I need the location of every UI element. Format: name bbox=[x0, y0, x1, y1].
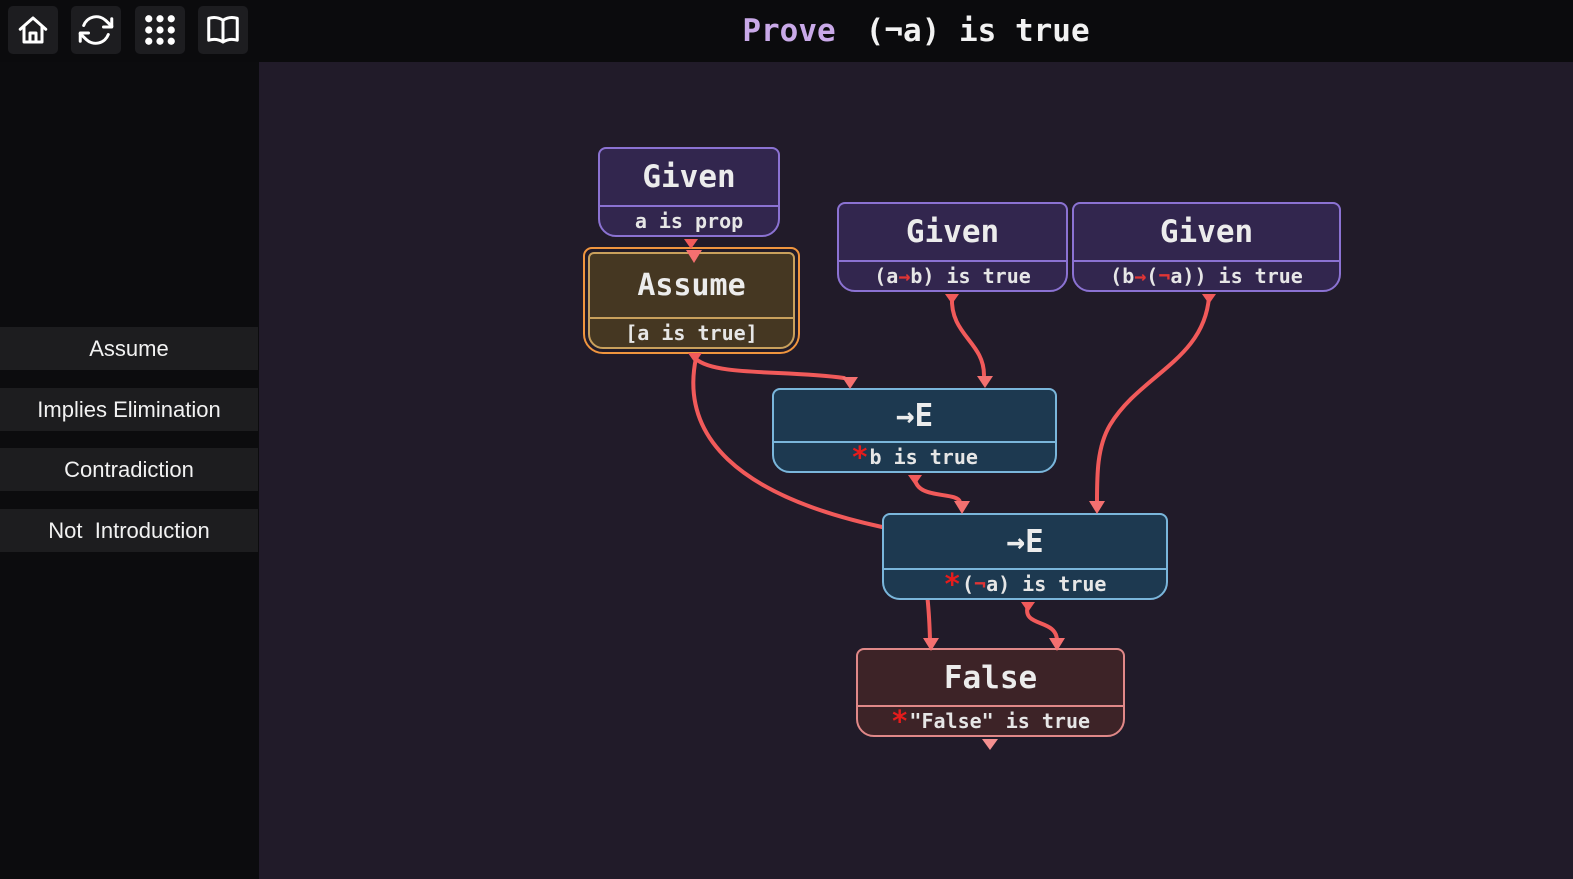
node-given-a-prop[interactable]: Given a is prop bbox=[598, 147, 780, 237]
sidebar-item-assume[interactable]: Assume bbox=[0, 327, 258, 370]
node-given-a-implies-b[interactable]: Given (a→b) is true bbox=[837, 202, 1068, 292]
node-title: Given bbox=[1159, 214, 1254, 250]
goal-title-statement: (¬a) is true bbox=[865, 13, 1090, 49]
node-output-port[interactable]: (a→b) is true bbox=[839, 260, 1066, 290]
rule-sidebar: Assume Implies Elimination Contradiction… bbox=[0, 62, 259, 879]
node-title: →E bbox=[895, 397, 934, 434]
goal-title: Prove (¬a) is true bbox=[259, 0, 1573, 62]
node-title: Given bbox=[905, 214, 1000, 250]
node-output-port[interactable]: a is prop bbox=[600, 205, 778, 235]
home-icon bbox=[18, 16, 48, 44]
node-output-port[interactable]: (b→(¬a)) is true bbox=[1074, 260, 1339, 290]
menu-button[interactable] bbox=[135, 6, 185, 54]
node-output-port[interactable]: [a is true] bbox=[590, 317, 793, 347]
book-icon bbox=[207, 16, 239, 44]
reset-button[interactable] bbox=[71, 6, 121, 54]
node-assume-a[interactable]: Assume [a is true] bbox=[583, 247, 800, 354]
goal-title-keyword: Prove bbox=[742, 13, 836, 49]
node-title: Given bbox=[642, 159, 736, 195]
node-output-port[interactable]: *"False" is true bbox=[858, 705, 1123, 736]
home-button[interactable] bbox=[8, 6, 58, 54]
top-toolbar: Prove (¬a) is true bbox=[0, 0, 1573, 62]
node-title: False bbox=[943, 659, 1038, 696]
sidebar-item-contradiction[interactable]: Contradiction bbox=[0, 448, 258, 491]
help-book-button[interactable] bbox=[198, 6, 248, 54]
node-output-port[interactable]: *b is true bbox=[774, 441, 1055, 472]
node-title: Assume bbox=[637, 268, 746, 303]
node-implies-elimination-1[interactable]: →E *b is true bbox=[772, 388, 1057, 473]
assume-inner-frame: Assume [a is true] bbox=[588, 252, 795, 349]
sidebar-item-not-introduction[interactable]: Not Introduction bbox=[0, 509, 258, 552]
node-title: →E bbox=[1006, 523, 1044, 560]
refresh-icon bbox=[78, 15, 114, 45]
sidebar-item-implies-elimination[interactable]: Implies Elimination bbox=[0, 388, 258, 431]
node-implies-elimination-2[interactable]: →E *(¬a) is true bbox=[882, 513, 1168, 600]
node-given-b-implies-not-a[interactable]: Given (b→(¬a)) is true bbox=[1072, 202, 1341, 292]
node-output-port[interactable]: *(¬a) is true bbox=[884, 568, 1166, 599]
grid-dots-icon bbox=[145, 15, 175, 45]
node-false[interactable]: False *"False" is true bbox=[856, 648, 1125, 737]
